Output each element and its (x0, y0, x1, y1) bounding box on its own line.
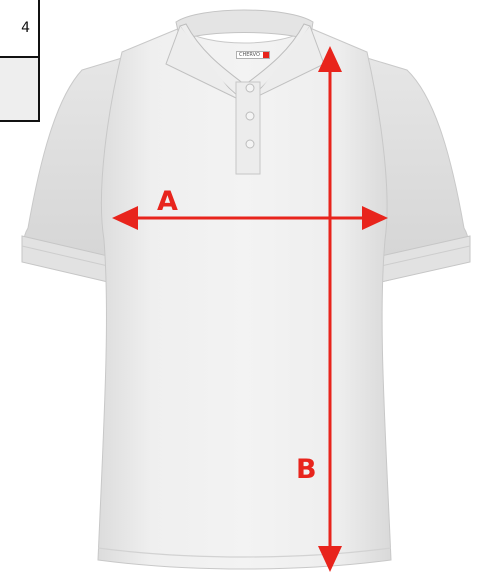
button-2 (246, 112, 254, 120)
button-3 (246, 140, 254, 148)
measurement-label-a: A (157, 188, 178, 215)
size-table: 4 (0, 0, 40, 122)
placket (236, 82, 260, 174)
collar-back (176, 10, 313, 40)
brand-flag-icon (263, 52, 269, 58)
measurement-label-b: B (296, 456, 317, 483)
button-1 (246, 84, 254, 92)
size-table-empty-cell (0, 58, 38, 120)
size-table-value: 4 (21, 20, 30, 36)
size-table-header-cell: 4 (0, 0, 38, 58)
brand-tag: CHERVO (236, 51, 270, 59)
brand-tag-text: CHERVO (239, 52, 260, 58)
